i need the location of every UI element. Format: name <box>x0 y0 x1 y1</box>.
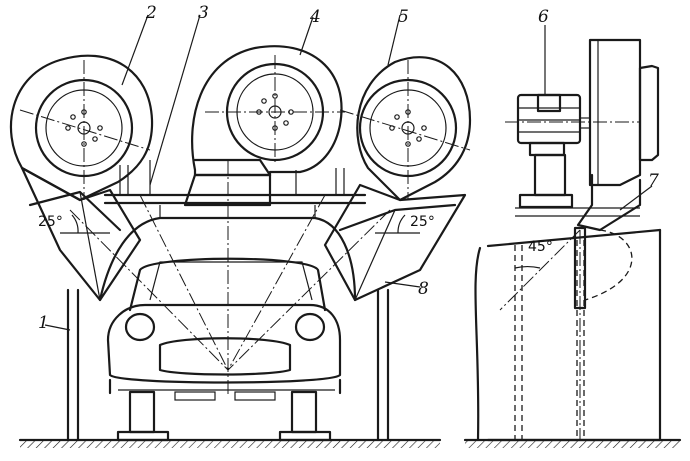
angle-marks-front <box>60 214 420 234</box>
leader-7 <box>619 185 653 211</box>
fan-right <box>339 56 472 202</box>
car-side <box>474 228 662 442</box>
inner-arch <box>98 205 357 302</box>
motor <box>505 93 640 209</box>
side-ground <box>463 438 682 448</box>
label-4: 4 <box>309 7 321 27</box>
fan-side <box>580 38 660 187</box>
label-6: 6 <box>538 7 549 27</box>
angle-side: 45° <box>528 239 553 255</box>
nozzle-right <box>323 183 467 302</box>
fan-left <box>9 54 154 202</box>
fan-center <box>191 45 345 177</box>
side-nozzle <box>515 173 642 301</box>
angle-left: 25° <box>38 214 63 230</box>
label-1: 1 <box>38 313 49 333</box>
label-2: 2 <box>145 3 157 23</box>
front-view <box>9 14 472 448</box>
angle-right: 25° <box>410 214 435 230</box>
label-3: 3 <box>198 3 209 23</box>
portal-frame <box>66 160 390 442</box>
side-view <box>463 25 682 448</box>
nozzle-center <box>183 158 272 207</box>
side-axes <box>499 229 581 440</box>
label-5: 5 <box>398 7 409 27</box>
label-8: 8 <box>418 279 429 299</box>
front-axes <box>69 160 391 395</box>
front-ground <box>18 438 442 448</box>
nozzle-left <box>20 166 142 302</box>
car-front <box>106 257 342 442</box>
label-7: 7 <box>648 171 659 191</box>
leader-lines <box>44 14 421 331</box>
